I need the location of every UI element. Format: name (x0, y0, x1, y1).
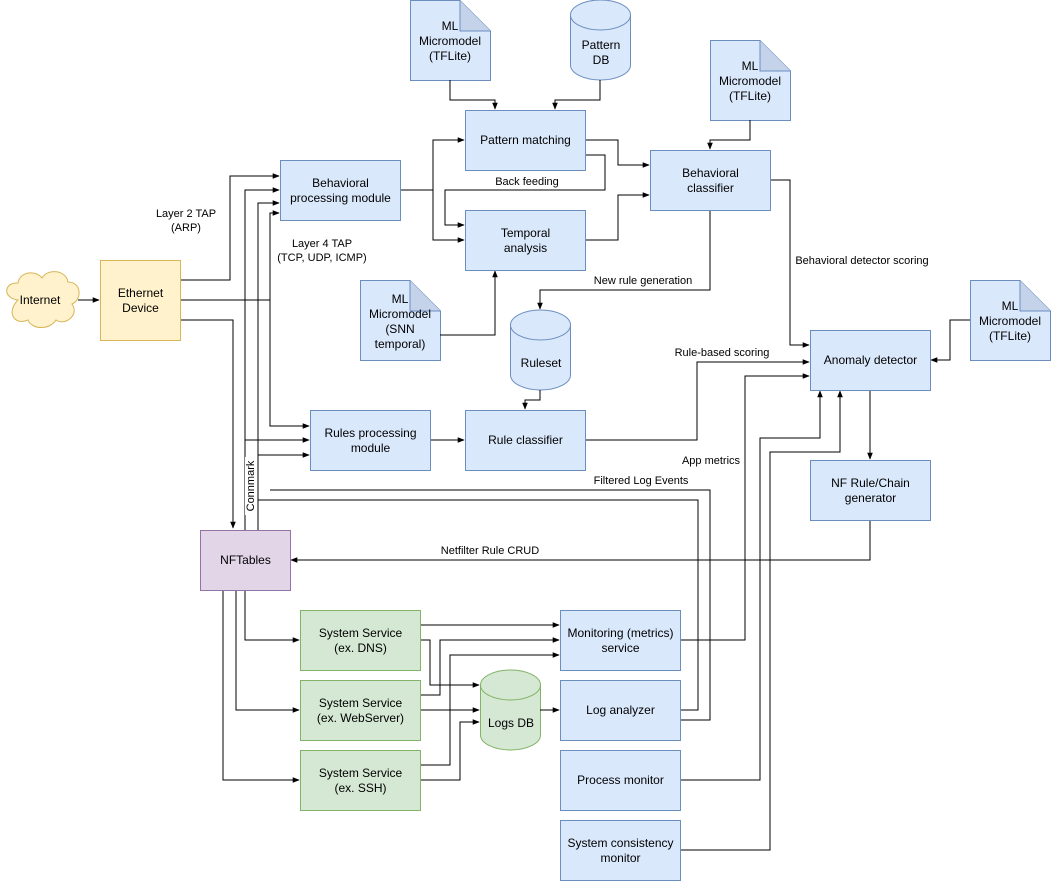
edge-ethernet-l4-trunk (180, 299, 310, 429)
edge-nfgen-nftables (290, 520, 871, 563)
service-web-node: System Service (ex. WebServer) (300, 680, 421, 741)
pattern-db-cylinder-shape (570, 0, 631, 81)
ml-model-2-label: ML Micromodel (TFLite) (718, 58, 781, 103)
behavioral-processing-node: Behavioral processing module (280, 160, 401, 221)
internet-label: Internet (19, 292, 61, 307)
edge-classifier-anomaly (770, 179, 810, 348)
consistency-monitor-node: System consistency monitor (560, 820, 681, 881)
edge-loganalyzer-anomaly (270, 489, 711, 721)
edge-label-behavioral-scoring: Behavioral detector scoring (795, 255, 929, 267)
temporal-analysis-node: Temporal analysis (465, 210, 586, 271)
edge-behavioral-temporal (432, 190, 465, 243)
nftables-node: NFTables (200, 530, 291, 591)
anomaly-detector-node: Anomaly detector (810, 330, 931, 391)
log-analyzer-node: Log analyzer (560, 680, 681, 741)
rule-classifier-node: Rule classifier (465, 410, 586, 471)
ruleset-label: Ruleset (520, 355, 562, 370)
edge-label-netfilter-crud: Netfilter Rule CRUD (434, 544, 546, 558)
nf-rule-generator-node: NF Rule/Chain generator (810, 460, 931, 521)
edge-label-app-metrics: App metrics (678, 454, 744, 468)
internet-cloud-shape (6, 271, 80, 328)
edge-label-connmark: Connmark (245, 457, 257, 515)
logs-db-label: Logs DB (487, 715, 535, 730)
edge-back-feeding (444, 154, 606, 228)
service-dns-node: System Service (ex. DNS) (300, 610, 421, 671)
edge-ml2-classifier (707, 120, 751, 150)
edge-classifier-ruleset (537, 210, 711, 310)
edge-monitoring-anomaly (680, 373, 810, 641)
edge-nftables-dns (244, 590, 300, 643)
edge-label-layer2-tap: Layer 2 TAP (ARP) (155, 208, 217, 234)
ml-model-1-doc-shape (410, 0, 491, 81)
ml-model-1-label: ML Micromodel (TFLite) (418, 18, 481, 63)
edge-ml3-anomaly (930, 319, 970, 363)
edges (78, 80, 970, 851)
edge-l4-to-behavioral (269, 210, 280, 300)
edge-rulebased-scoring (585, 359, 810, 441)
behavioral-classifier-node: Behavioral classifier (650, 150, 771, 211)
rules-processing-node: Rules processing module (310, 410, 431, 471)
service-ssh-node: System Service (ex. SSH) (300, 750, 421, 811)
edge-behavioral-pattern (400, 137, 465, 191)
edge-snn-temporal (440, 270, 498, 336)
monitoring-service-node: Monitoring (metrics) service (560, 610, 681, 671)
edge-dns-logsdb (420, 639, 480, 688)
edge-loganalyzer-filtered (257, 200, 699, 711)
pattern-matching-node: Pattern matching (465, 110, 586, 171)
ml-model-snn-doc-shape (360, 280, 441, 361)
edge-connmark-rules-2 (257, 452, 310, 530)
ml-model-3-label: ML Micromodel (TFLite) (978, 298, 1041, 343)
logs-db-cylinder-shape (480, 669, 541, 751)
edge-label-filtered-log-events: Filtered Log Events (590, 474, 692, 488)
edge-ethernet-behavioral-l2 (180, 173, 280, 281)
edge-label-back-feeding: Back feeding (490, 175, 564, 189)
edge-process-anomaly (680, 390, 823, 781)
edge-nftables-ssh (222, 590, 300, 783)
ethernet-device-node: Ethernet Device (100, 260, 181, 341)
edge-nftables-web (235, 590, 300, 713)
edge-ml1-pattern (449, 80, 498, 110)
edge-label-rule-based-scoring: Rule-based scoring (672, 346, 772, 360)
process-monitor-node: Process monitor (560, 750, 681, 811)
edge-patterndb-pattern (552, 80, 601, 110)
edge-ethernet-nftables (180, 319, 236, 529)
edge-web-monitoring (420, 637, 560, 696)
ml-model-snn-label: ML Micromodel (SNN temporal) (368, 292, 431, 351)
edge-pattern-classifier (585, 139, 650, 168)
edge-nftables-connmark (244, 187, 280, 530)
edge-label-new-rule-generation: New rule generation (590, 274, 696, 288)
ml-model-2-doc-shape (710, 40, 791, 121)
edge-ruleset-ruleclassifier (522, 390, 541, 410)
edge-label-layer4-tap: Layer 4 TAP (TCP, UDP, ICMP) (277, 238, 367, 264)
ruleset-cylinder-shape (510, 309, 571, 391)
edge-temporal-classifier (585, 192, 650, 241)
ml-model-3-doc-shape (970, 280, 1051, 361)
edge-consistency-anomaly (680, 390, 843, 851)
pattern-db-label: Pattern DB (581, 38, 621, 67)
edge-ssh-logsdb (420, 719, 480, 781)
